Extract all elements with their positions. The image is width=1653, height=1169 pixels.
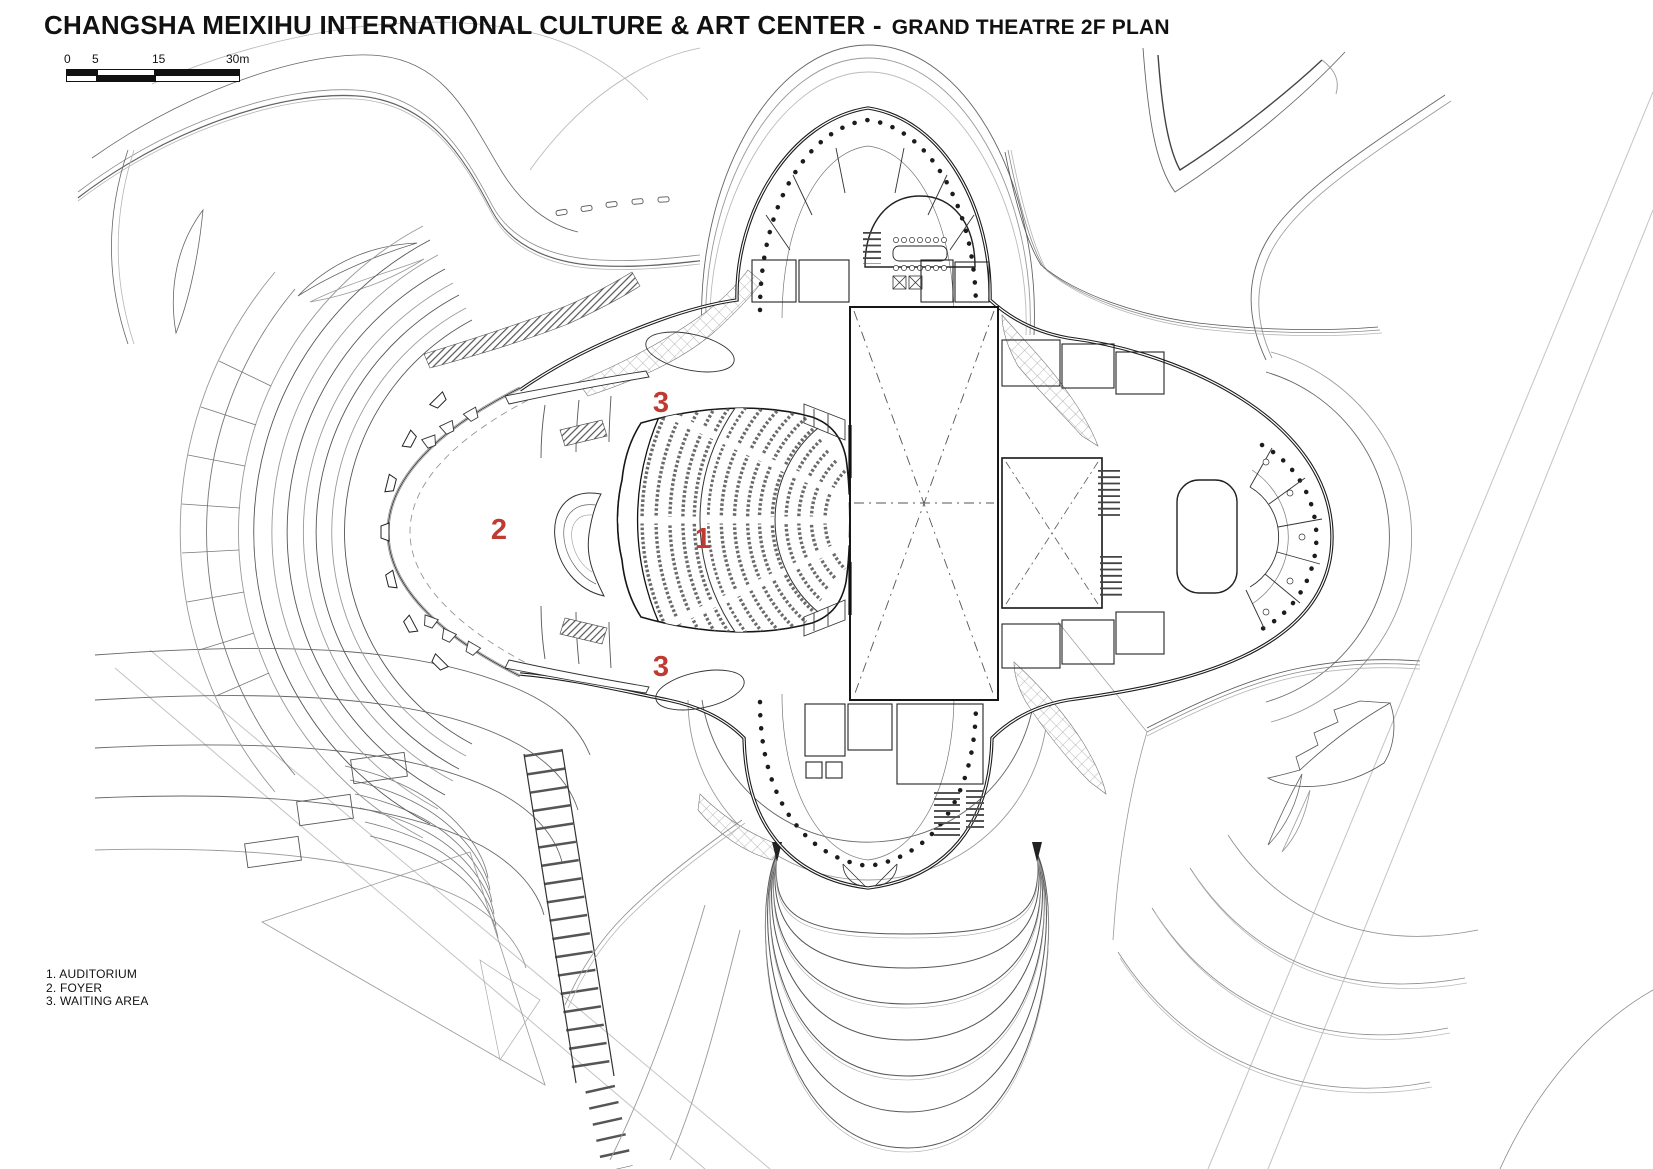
waiting-wing-north: [420, 331, 735, 459]
room-marker-waiting-south: 3: [652, 651, 670, 683]
conference-table: [892, 245, 948, 262]
scale-bar: 0 5 15 30m: [64, 52, 264, 88]
stage-cross-bracing: [853, 310, 995, 697]
east-columns: [1262, 458, 1306, 616]
east-hall: [1176, 479, 1238, 594]
side-boxes: [803, 403, 846, 637]
orchestra-pit: [616, 479, 623, 561]
legend-item-waiting-area: 3. WAITING AREA: [46, 994, 149, 1008]
foyer-terrace-arcs: [179, 225, 473, 839]
foyer: [380, 331, 745, 711]
title-subtitle: GRAND THEATRE 2F PLAN: [891, 16, 1170, 39]
legend: 1. AUDITORIUM 2. FOYER 3. WAITING AREA: [46, 967, 149, 1009]
terrace-step-ticks: [181, 360, 272, 697]
room-marker-foyer: 2: [490, 514, 508, 546]
north-lobe-rooms: [751, 147, 990, 303]
room-marker-auditorium: 1: [694, 523, 712, 555]
scale-tick-15: 15: [152, 52, 166, 66]
landscape-northwest: [77, 21, 701, 345]
scale-bar-graphic: [66, 69, 240, 83]
meeting-room: [864, 195, 976, 268]
rim-column-dots: [757, 117, 1319, 869]
scale-tick-30: 30m: [226, 52, 250, 66]
auditorium: [616, 403, 851, 637]
entry-door-arcs: [842, 863, 898, 887]
east-lobe-rooms: [1001, 339, 1323, 669]
sculptural-stair: [554, 492, 605, 597]
glazing-fins: [380, 390, 450, 671]
landscape-east: [1057, 91, 1653, 1169]
legend-item-auditorium: 1. AUDITORIUM: [46, 967, 138, 981]
landscape-southwest: [94, 647, 771, 1169]
landscape-northeast: [1142, 47, 1452, 361]
title-main: CHANGSHA MEIXIHU INTERNATIONAL CULTURE &…: [44, 10, 882, 40]
waiting-wing-south: [424, 605, 745, 711]
path-ribbons: [564, 149, 1421, 1009]
drawing-title: CHANGSHA MEIXIHU INTERNATIONAL CULTURE &…: [44, 10, 1170, 41]
scale-tick-5: 5: [92, 52, 99, 66]
auditorium-aisles: [617, 408, 850, 632]
conference-chairs: [893, 237, 947, 271]
radial-partitions: [765, 147, 975, 251]
south-crescent-canopy: [764, 842, 1050, 1153]
east-radial-partitions: [1245, 447, 1323, 631]
stage-fly-tower: [848, 306, 1103, 701]
room-marker-waiting-north: 3: [652, 387, 670, 419]
scale-tick-0: 0: [64, 52, 71, 66]
roof-edge-arcs: [687, 44, 1413, 881]
legend-item-foyer: 2. FOYER: [46, 980, 103, 995]
elevators: [892, 275, 923, 290]
canopy-diagrid: [423, 149, 1421, 1009]
south-lobe-rooms: [804, 703, 984, 887]
